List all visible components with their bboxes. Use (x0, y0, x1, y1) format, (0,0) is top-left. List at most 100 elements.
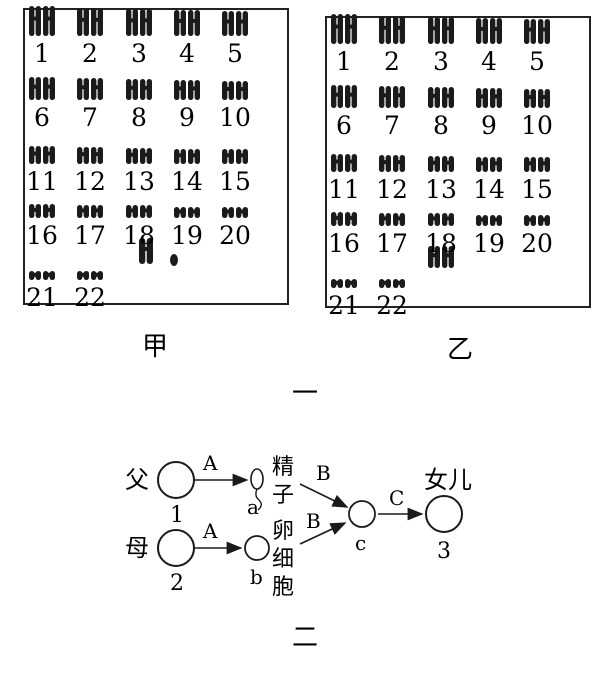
chromosome-number-7: 7 (82, 103, 98, 132)
chromosome-number-3: 3 (131, 39, 147, 68)
chromosome-number-2: 2 (384, 47, 400, 76)
sperm-label-char-2: 子 (272, 483, 294, 508)
chromosome-11-a (331, 154, 343, 172)
chromosome-number-14: 14 (473, 175, 505, 204)
chromosome-number-19: 19 (171, 221, 203, 250)
chromosome-11-b (345, 154, 357, 172)
chromosome-2-a (379, 16, 391, 44)
chromosome-17-a (77, 205, 89, 218)
chromosome-number-16: 16 (328, 229, 360, 258)
karyotype-caption-yi: 乙 (447, 335, 473, 365)
chromosome-13-a (126, 148, 138, 164)
chromosome-4-b (490, 18, 502, 44)
karyotype-frame-jia (23, 8, 289, 305)
daughter-number: 3 (437, 539, 451, 564)
chromosome-9-b (490, 88, 502, 108)
father-label: 父 (125, 466, 149, 494)
chromosome-7-a (379, 86, 391, 108)
chromosome-8-b (442, 87, 454, 108)
chromosome-19-a (476, 215, 488, 226)
chromosome-16-b (43, 204, 55, 218)
figure-label-one: 一 (292, 379, 318, 409)
chromosome-14-a (174, 149, 186, 164)
arrow-a-label-bottom: A (202, 519, 218, 543)
chromosome-number-13: 13 (425, 175, 457, 204)
chromosome-15-a (524, 157, 536, 172)
chromosome-number-12: 12 (74, 167, 106, 196)
chromosome-number-4: 4 (179, 39, 195, 68)
chromosome-3-a (126, 9, 138, 36)
arrow-c-label: C (389, 486, 404, 510)
mother-number: 2 (170, 571, 184, 596)
chromosome-5-a (524, 19, 536, 44)
chromosome-3-a (428, 17, 440, 44)
sperm-cell (250, 468, 264, 490)
arrow-b-sperm (299, 483, 349, 508)
chromosomes-jia (29, 6, 248, 280)
sperm-tail (255, 488, 262, 511)
chromosome-6-a (331, 85, 343, 108)
sperm-label-char-1: 精 (272, 455, 294, 480)
chromosome-9-a (476, 88, 488, 108)
chromosome-16-a (331, 212, 343, 226)
chromosome-1-b (43, 6, 55, 36)
chromosome-7-a (77, 78, 89, 100)
chromosome-17-b (91, 205, 103, 218)
egg-label-char-2: 细 (272, 547, 294, 572)
chromosome-1-b (345, 14, 357, 44)
chromosome-7-b (393, 86, 405, 108)
chromosome-8-a (428, 87, 440, 108)
chromosome-20-b (538, 215, 550, 226)
chromosome-14-b (188, 149, 200, 164)
chromosome-number-8: 8 (433, 111, 449, 140)
chromosome-number-12: 12 (376, 175, 408, 204)
sex-chromosome-x2 (442, 246, 454, 268)
chromosome-10-b (236, 81, 248, 100)
zygote-cell (348, 500, 376, 528)
chromosome-19-a (174, 207, 186, 218)
chromosome-number-15: 15 (219, 167, 251, 196)
chromosome-number-11: 11 (328, 175, 360, 204)
chromosome-22-a (77, 271, 89, 280)
chromosome-9-b (188, 80, 200, 100)
chromosome-6-b (345, 85, 357, 108)
chromosome-2-b (393, 16, 405, 44)
chromosome-4-a (476, 18, 488, 44)
chromosome-number-6: 6 (34, 103, 50, 132)
chromosome-14-a (476, 157, 488, 172)
mother-label: 母 (125, 534, 149, 562)
chromosome-4-a (174, 10, 186, 36)
chromosome-number-16: 16 (26, 221, 58, 250)
father-number: 1 (170, 503, 184, 528)
chromosome-number-9: 9 (179, 103, 195, 132)
chromosome-2-a (77, 8, 89, 36)
chromosome-number-20: 20 (521, 229, 553, 258)
chromosome-number-14: 14 (171, 167, 203, 196)
chromosome-6-b (43, 77, 55, 100)
chromosome-22-a (379, 279, 391, 288)
chromosome-number-10: 10 (521, 111, 553, 140)
chromosome-21-b (345, 279, 357, 288)
chromosome-number-21: 21 (26, 283, 58, 312)
egg-cell (244, 535, 270, 561)
chromosome-16-b (345, 212, 357, 226)
chromosome-number-6: 6 (336, 111, 352, 140)
chromosome-number-7: 7 (384, 111, 400, 140)
chromosome-21-a (331, 279, 343, 288)
sex-chromosome-y (170, 254, 178, 266)
chromosome-15-a (222, 149, 234, 164)
arrow-a-label-top: A (202, 451, 218, 475)
chromosome-5-a (222, 11, 234, 36)
chromosome-1-a (29, 6, 41, 36)
chromosome-number-4: 4 (481, 47, 497, 76)
chromosome-10-b (538, 89, 550, 108)
arrow-b-egg (299, 522, 347, 545)
sex-chromosome-x (139, 238, 153, 264)
chromosome-21-a (29, 271, 41, 280)
father-cell (157, 461, 195, 499)
